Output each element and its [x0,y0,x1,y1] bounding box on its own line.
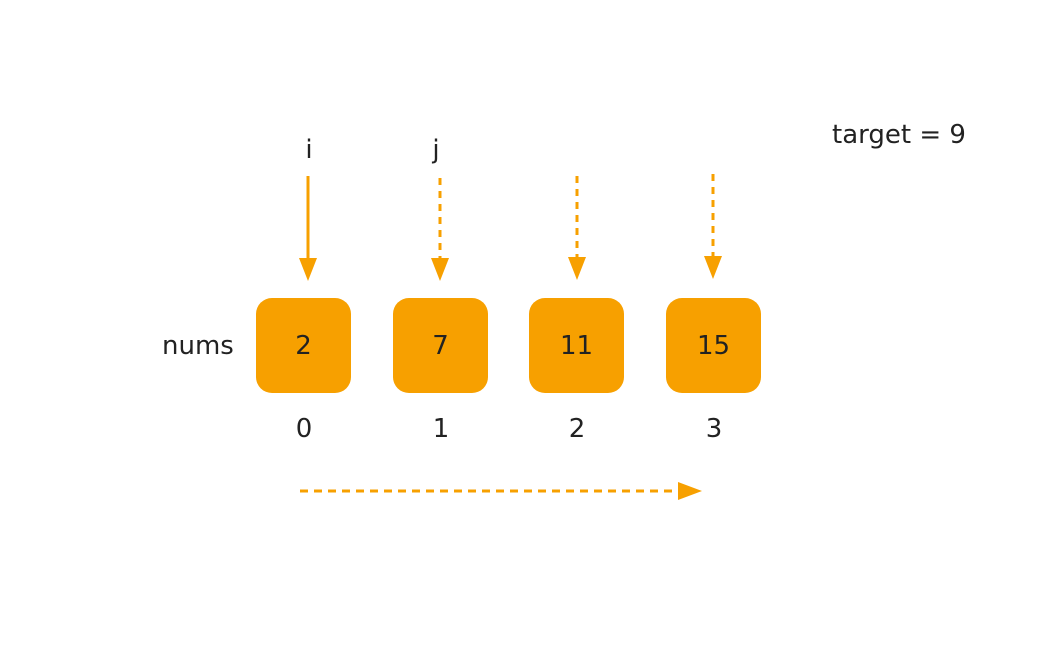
array-cell-1: 7 [393,298,488,393]
candidate-arrow-2 [568,176,586,280]
array-index-0: 0 [295,414,313,444]
candidate-arrow-3 [704,174,722,279]
pointer-j-label: j [432,135,440,165]
cell-value: 15 [696,330,731,361]
array-cell-3: 15 [666,298,761,393]
target-label: target = 9 [832,120,966,150]
array-index-3: 3 [705,414,723,444]
array-index-1: 1 [432,414,450,444]
array-cell-2: 11 [529,298,624,393]
pointer-i-label: i [305,135,313,165]
scan-direction-arrow [300,482,702,500]
pointer-i-arrow [299,176,317,281]
array-cell-0: 2 [256,298,351,393]
cell-value: 7 [432,330,449,361]
pointer-j-arrow [431,178,449,281]
array-label: nums [162,331,234,361]
cell-value: 11 [559,330,594,361]
array-index-2: 2 [568,414,586,444]
cell-value: 2 [295,330,312,361]
